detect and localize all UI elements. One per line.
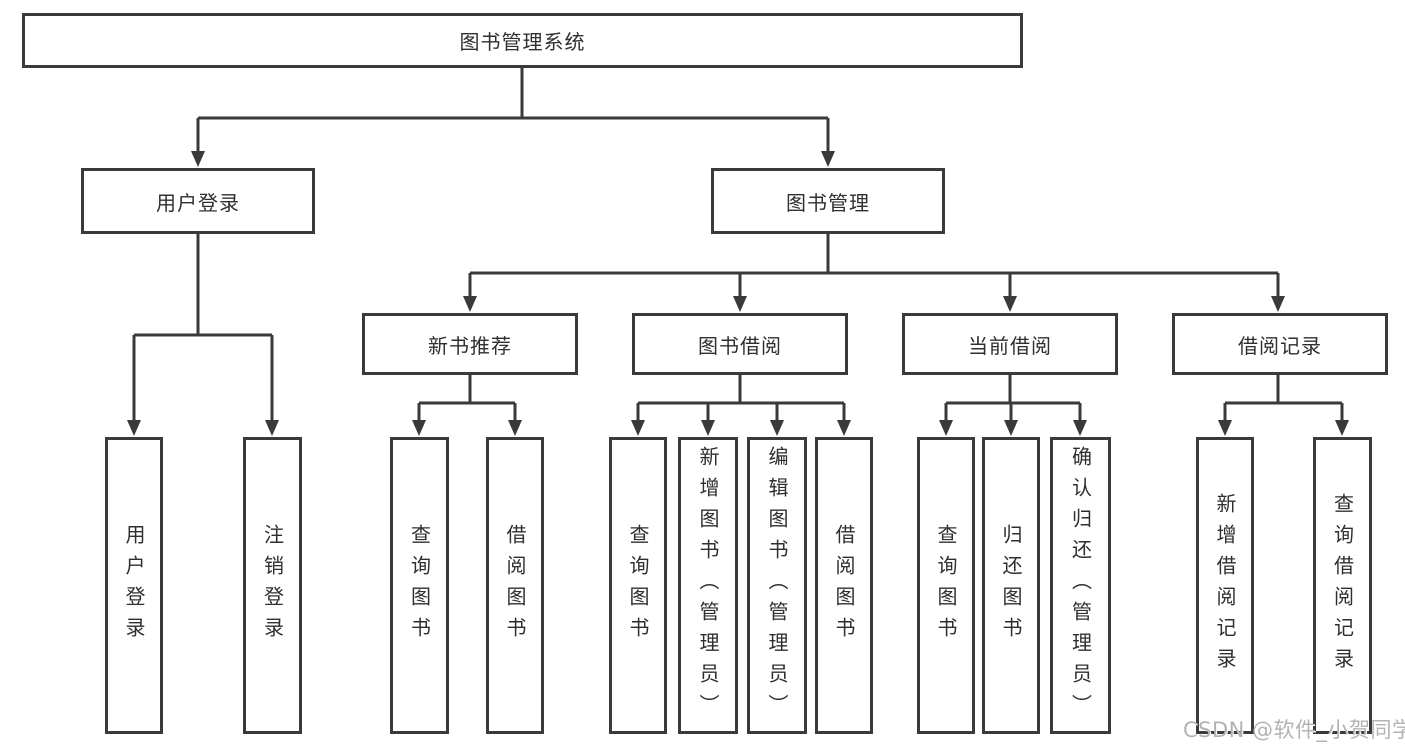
leaf-query-books-recommend: 查询图书 — [390, 437, 449, 734]
leaf-user-login-label: 用户登录 — [122, 523, 146, 648]
node-borrow-record: 借阅记录 — [1172, 313, 1388, 375]
leaf-query-books-current: 查询图书 — [917, 437, 975, 734]
csdn-watermark: CSDN @软件_小贺同学 — [1183, 718, 1405, 742]
leaf-confirm-return-admin: 确认归还（管理员） — [1050, 437, 1111, 734]
leaf-query-books-borrow-label: 查询图书 — [626, 523, 650, 648]
leaf-return-books: 归还图书 — [982, 437, 1040, 734]
leaf-borrow-books-recommend-label: 借阅图书 — [503, 523, 527, 648]
leaf-edit-books-admin-label: 编辑图书（管理员） — [765, 446, 789, 725]
leaf-return-books-label: 归还图书 — [999, 523, 1023, 648]
leaf-add-books-admin: 新增图书（管理员） — [678, 437, 738, 734]
leaf-query-borrow-record-label: 查询借阅记录 — [1330, 492, 1355, 679]
leaf-borrow-books-recommend: 借阅图书 — [486, 437, 544, 734]
leaf-add-borrow-record-label: 新增借阅记录 — [1213, 492, 1237, 679]
leaf-logout-label: 注销登录 — [260, 523, 285, 648]
node-borrow-record-label: 借阅记录 — [1238, 333, 1322, 358]
leaf-query-books-borrow: 查询图书 — [609, 437, 667, 734]
leaf-borrow-books: 借阅图书 — [815, 437, 873, 734]
node-current-borrow: 当前借阅 — [902, 313, 1118, 375]
leaf-add-books-admin-label: 新增图书（管理员） — [696, 446, 720, 725]
node-user-login: 用户登录 — [81, 168, 315, 234]
leaf-user-login: 用户登录 — [105, 437, 163, 734]
node-book-borrow: 图书借阅 — [632, 313, 848, 375]
node-library-system: 图书管理系统 — [22, 13, 1023, 68]
leaf-query-books-recommend-label: 查询图书 — [407, 523, 432, 648]
node-new-book-recommend-label: 新书推荐 — [428, 333, 512, 358]
node-current-borrow-label: 当前借阅 — [968, 333, 1052, 358]
node-book-management: 图书管理 — [711, 168, 945, 234]
leaf-query-borrow-record: 查询借阅记录 — [1313, 437, 1372, 734]
node-new-book-recommend: 新书推荐 — [362, 313, 578, 375]
node-user-login-label: 用户登录 — [156, 190, 240, 215]
leaf-confirm-return-admin-label: 确认归还（管理员） — [1068, 446, 1093, 725]
leaf-add-borrow-record: 新增借阅记录 — [1196, 437, 1254, 734]
node-library-system-label: 图书管理系统 — [459, 30, 586, 54]
leaf-borrow-books-label: 借阅图书 — [832, 523, 856, 648]
leaf-logout: 注销登录 — [243, 437, 302, 734]
leaf-query-books-current-label: 查询图书 — [934, 523, 958, 648]
arrowheads — [127, 151, 1349, 436]
leaf-edit-books-admin: 编辑图书（管理员） — [747, 437, 807, 734]
node-book-borrow-label: 图书借阅 — [698, 333, 782, 358]
node-book-management-label: 图书管理 — [786, 190, 870, 215]
